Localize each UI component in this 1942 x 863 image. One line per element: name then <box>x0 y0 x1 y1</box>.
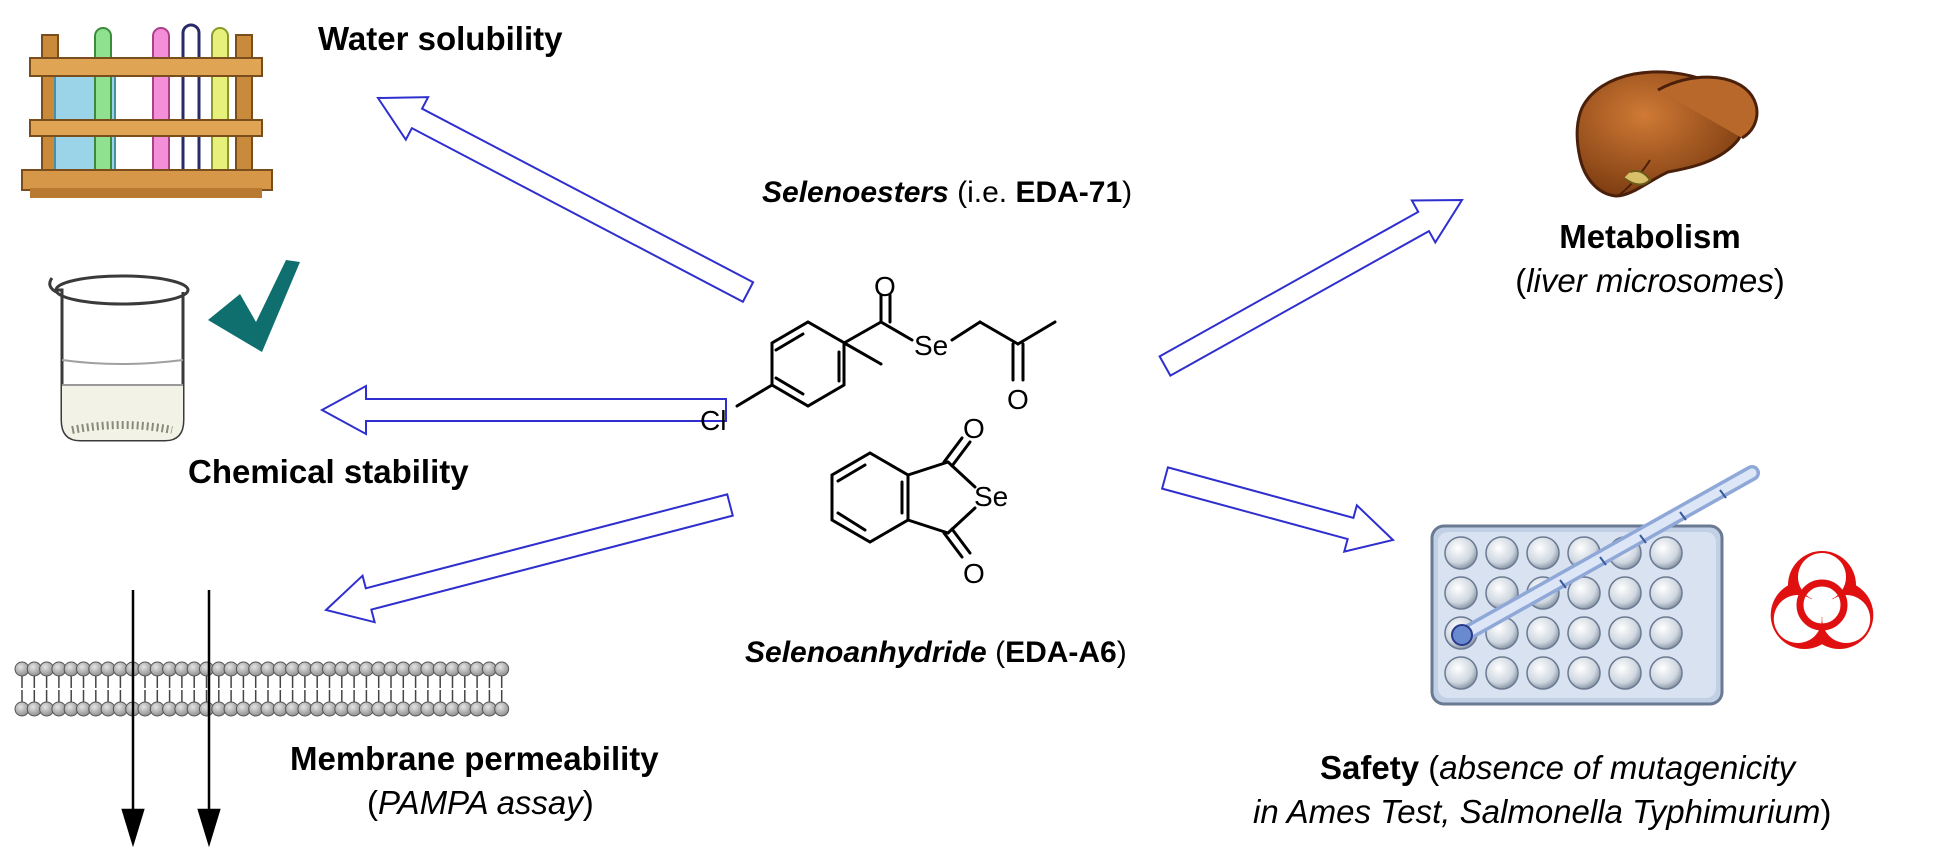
permeation-arrows <box>121 590 221 848</box>
plate-well <box>1649 576 1683 610</box>
lipid-molecule <box>112 661 128 717</box>
metabolism-label: Metabolism <box>1559 218 1741 255</box>
lipid-molecule <box>408 661 424 717</box>
lipid-molecule <box>76 661 91 717</box>
beaker-icon <box>48 274 190 442</box>
plate-well <box>1526 536 1560 570</box>
atom-se-ring: Se <box>974 481 1009 512</box>
plate-well <box>1649 656 1683 690</box>
plate-well <box>1608 656 1642 690</box>
atom-o-carbonyl: O <box>874 271 896 302</box>
lipid-molecule <box>432 661 448 717</box>
selenoesters-label: Selenoesters (i.e. EDA-71) <box>762 176 1133 209</box>
selenoanhydride-structure <box>830 436 977 559</box>
atom-o-ketone: O <box>1007 384 1029 415</box>
arrow-cs-shape <box>319 384 727 436</box>
lipid-molecule <box>272 661 288 717</box>
plate-well <box>1444 536 1478 570</box>
arrow-saf-shape <box>1160 466 1396 553</box>
plate-well <box>1526 616 1560 650</box>
lipid-molecule <box>395 661 411 717</box>
lipid-molecule <box>63 661 79 717</box>
plate-well <box>1608 616 1642 650</box>
well-plate-icon <box>1430 524 1724 706</box>
plate-well <box>1649 616 1683 650</box>
lipid-molecule <box>186 661 202 717</box>
plate-well <box>1567 576 1601 610</box>
arrow-to-metabolism <box>1158 198 1464 377</box>
plate-well <box>1444 656 1478 690</box>
test-tube-rack-icon <box>21 23 273 198</box>
lipid-molecule <box>100 661 116 717</box>
lipid-molecule <box>162 661 178 717</box>
arrow-met-shape <box>1158 198 1464 377</box>
plate-well <box>1567 656 1601 690</box>
lipid-molecule <box>137 661 153 717</box>
atom-o-bottom: O <box>963 558 985 589</box>
lipid-molecule <box>223 661 239 717</box>
plate-well <box>1608 576 1642 610</box>
lipid-molecule <box>494 661 510 717</box>
arrow-mp-shape <box>323 493 734 624</box>
arrow-to-water-solubility <box>376 96 755 304</box>
plate-well <box>1444 576 1478 610</box>
lipid-molecule <box>39 661 55 717</box>
arrow-to-membrane-permeability <box>323 493 734 624</box>
lipid-molecule <box>371 661 387 717</box>
lipid-molecule <box>248 661 264 717</box>
plate-well <box>1485 656 1519 690</box>
arrow-to-chemical-stability <box>319 384 727 436</box>
lipid-molecule <box>383 661 399 717</box>
selenoanhydride-label: Selenoanhydride (EDA-A6) <box>745 636 1127 669</box>
lipid-molecule <box>285 661 301 717</box>
plate-well <box>1526 656 1560 690</box>
liver-icon <box>1575 70 1759 198</box>
lipid-molecule <box>309 661 325 717</box>
water-solubility-label: Water solubility <box>318 20 563 57</box>
lipid-molecule <box>260 661 276 717</box>
liver-microsomes-label: (liver microsomes) <box>1515 262 1785 299</box>
atom-se-ester: Se <box>914 330 949 361</box>
selenoester-structure <box>735 293 1057 408</box>
membrane-permeability-label: Membrane permeability <box>290 740 659 777</box>
biohazard-icon <box>1770 551 1874 649</box>
lipid-molecule <box>297 661 313 717</box>
lipid-molecule <box>51 661 67 717</box>
arrow-ws-shape <box>376 96 755 304</box>
plate-well <box>1567 616 1601 650</box>
lipid-molecule <box>174 661 190 717</box>
pipette-icon <box>1451 465 1760 646</box>
atom-o-top: O <box>963 413 985 444</box>
arrow-to-safety <box>1160 466 1396 553</box>
plate-well <box>1485 536 1519 570</box>
lipid-molecule <box>26 661 42 717</box>
atom-cl: Cl <box>700 405 727 436</box>
plate-well <box>1649 536 1683 570</box>
lipid-molecule <box>346 661 362 717</box>
checkmark-icon <box>208 260 300 352</box>
lipid-bilayer-icon <box>14 661 510 717</box>
lipid-molecule <box>88 661 104 717</box>
safety-label: Safety (absence of mutagenicity <box>1320 749 1796 786</box>
lipid-molecule <box>457 661 473 717</box>
safety-label-line2: in Ames Test, Salmonella Typhimurium) <box>1253 793 1832 830</box>
chemical-stability-label: Chemical stability <box>188 453 469 490</box>
lipid-molecule <box>420 661 436 717</box>
pampa-assay-label: (PAMPA assay) <box>367 784 594 821</box>
